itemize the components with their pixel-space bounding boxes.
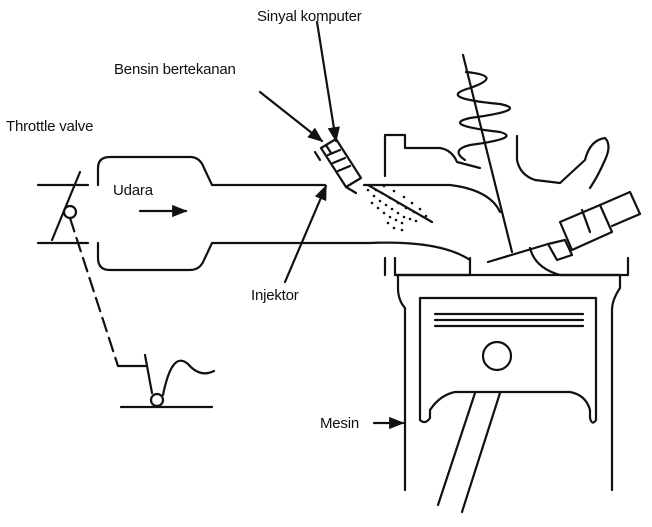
cylinder-head bbox=[383, 133, 630, 277]
spark-plug bbox=[546, 190, 642, 262]
spray-guide-line bbox=[366, 183, 434, 224]
engine-block bbox=[396, 273, 622, 514]
fuel-spray bbox=[366, 184, 428, 232]
throttle-valve bbox=[50, 170, 216, 409]
label-throttle-valve: Throttle valve bbox=[6, 118, 94, 135]
label-leaders bbox=[138, 20, 405, 430]
intake-manifold bbox=[36, 155, 502, 277]
label-engine: Mesin bbox=[320, 415, 360, 432]
intake-valve-spring bbox=[456, 53, 550, 264]
label-computer-signal: Sinyal komputer bbox=[257, 8, 362, 25]
label-pressurized-fuel: Bensin bertekanan bbox=[114, 61, 236, 78]
label-air: Udara bbox=[113, 182, 153, 199]
label-injector: Injektor bbox=[251, 287, 299, 304]
